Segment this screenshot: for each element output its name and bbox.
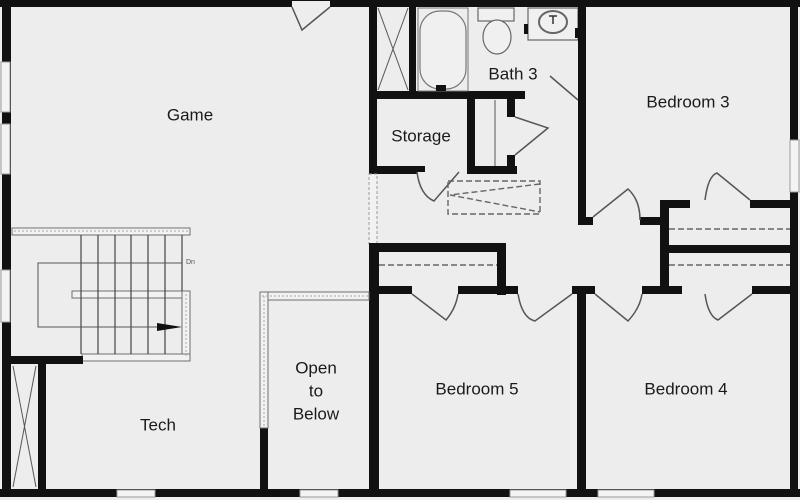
staircase (11, 227, 191, 364)
room-label-bedroom-3: Bedroom 3 (646, 92, 730, 112)
game-entry-door (291, 1, 331, 32)
room-label-bedroom-4: Bedroom 4 (644, 379, 728, 399)
open-to-below-line-3: Below (292, 404, 340, 424)
bath3-fixtures (417, 7, 580, 101)
open-to-below-railing (259, 291, 370, 429)
room-label-game: Game (166, 105, 214, 125)
room-label-tech: Tech (140, 415, 176, 435)
stair-down-label: Dn (186, 259, 195, 266)
open-to-below-line-2: to (308, 381, 324, 401)
windows (0, 61, 800, 498)
doors (411, 116, 753, 323)
attic-access (447, 180, 541, 215)
linen-closet (369, 0, 525, 245)
room-label-open-to-below: Open to Below (276, 357, 356, 426)
room-label-bath-3: Bath 3 (488, 64, 538, 84)
open-to-below-line-1: Open (295, 358, 337, 378)
interior-walls (11, 0, 792, 495)
room-label-storage: Storage (391, 126, 451, 146)
room-label-bedroom-5: Bedroom 5 (435, 379, 519, 399)
tech-closet (12, 365, 37, 488)
